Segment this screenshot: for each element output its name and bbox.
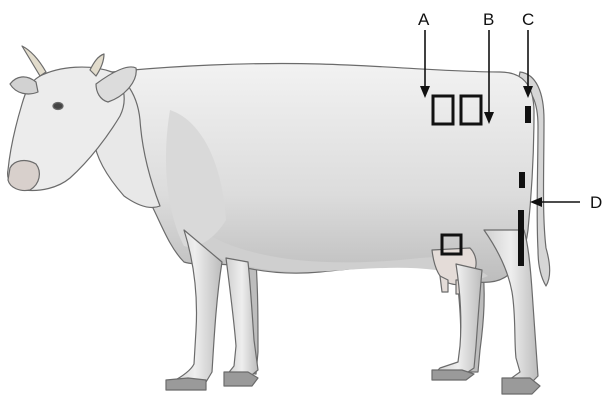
label-c: C [522, 10, 534, 29]
label-a: A [418, 10, 430, 29]
arrow-d-head [530, 197, 542, 207]
marker-bar-d-long [518, 210, 524, 266]
label-d: D [590, 193, 602, 212]
front-hoof [166, 378, 206, 390]
cow-illustration [8, 46, 550, 394]
muzzle [8, 161, 39, 191]
marker-bar-c [525, 106, 531, 123]
marker-bar-d-short [519, 172, 525, 188]
horn-left [22, 46, 46, 76]
label-b: B [483, 10, 494, 29]
hind-hoof-2 [432, 370, 474, 380]
eye [53, 103, 63, 110]
left-ear [10, 77, 38, 94]
